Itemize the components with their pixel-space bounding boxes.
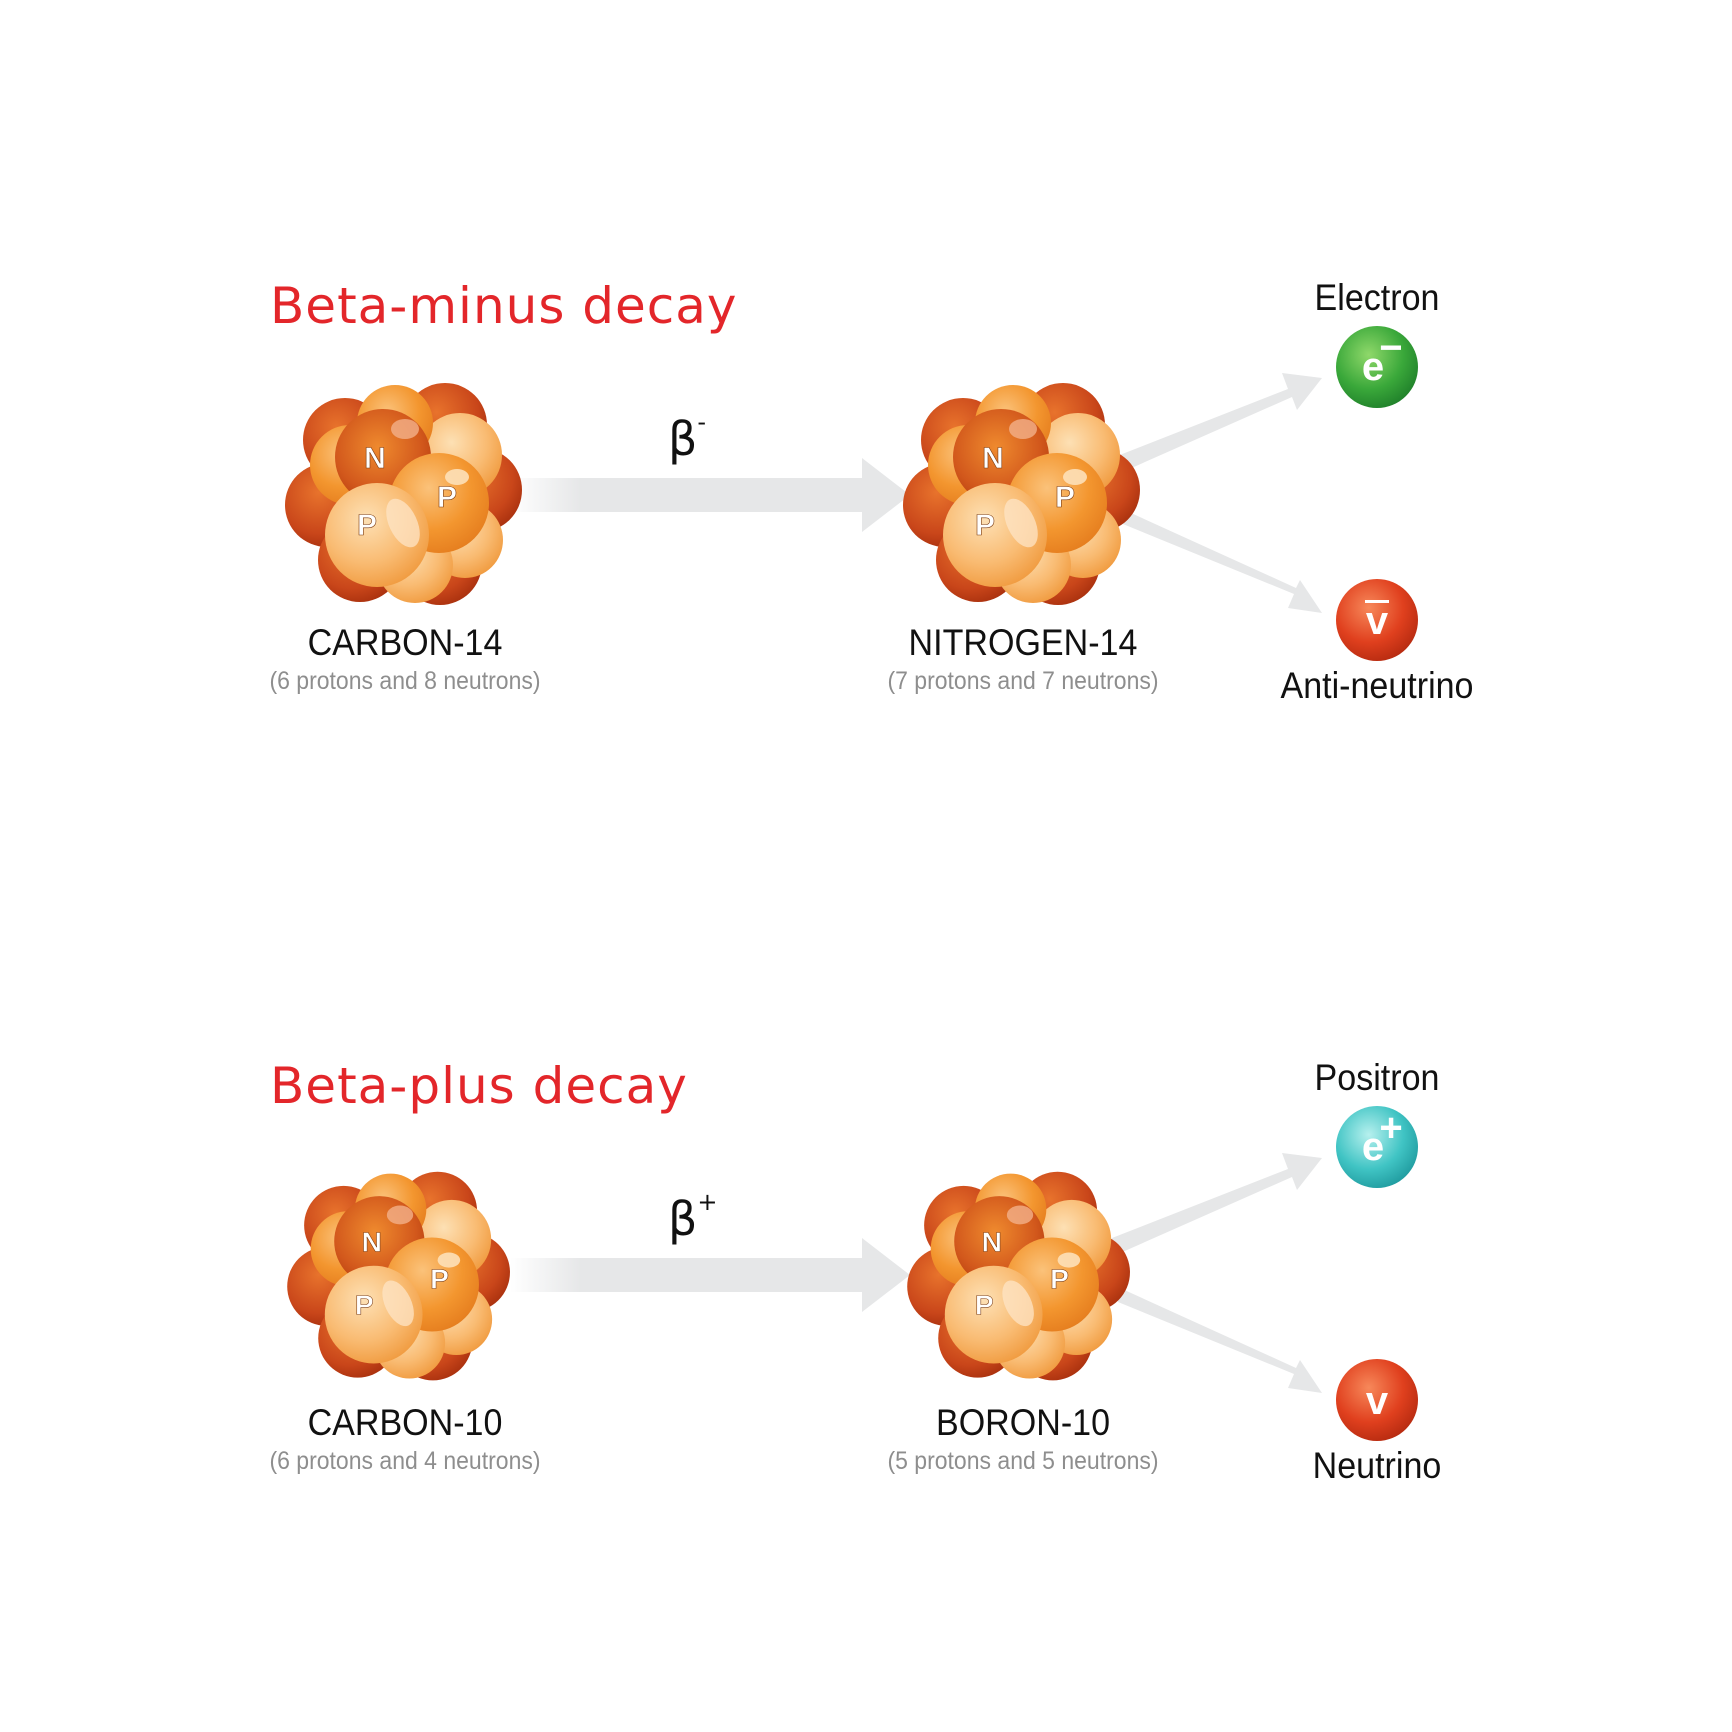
daughter-isotope-desc: (7 protons and 7 neutrons) [887,667,1159,695]
boron-10-nucleus-icon: N P P [907,1171,1130,1381]
svg-text:P: P [430,1262,449,1294]
neutrino-particle-icon: v [1336,1359,1418,1441]
daughter-isotope-desc: (5 protons and 5 neutrons) [887,1447,1159,1475]
parent-isotope-name: CARBON-10 [307,1402,503,1443]
svg-text:P: P [437,481,457,514]
svg-text:e: e [1362,345,1384,389]
svg-text:P: P [1055,481,1075,514]
carbon-14-nucleus-icon: N P P [285,383,522,605]
decay-arrow [510,458,910,532]
section-title: Beta-minus decay [270,277,738,335]
decay-graphics: N P P N P P e − v [285,326,1418,661]
arrow-to-electron [1112,373,1322,474]
antineutrino-particle-icon: v [1336,579,1418,661]
svg-text:−: − [1379,326,1402,370]
svg-text:P: P [357,509,377,542]
svg-text:e: e [1362,1125,1384,1169]
arrow-to-neutrino [1118,1288,1322,1393]
svg-text:N: N [362,1226,382,1258]
nitrogen-14-nucleus-icon: N P P [903,383,1140,605]
electron-particle-icon: e − [1336,326,1418,408]
svg-text:N: N [364,442,386,475]
electron-label: Electron [1314,277,1440,318]
decay-arrow [510,1238,910,1312]
positron-particle-icon: e + [1336,1106,1418,1188]
beta-minus-symbol: β- [668,408,707,466]
beta-minus-section: Beta-minus decay N P P N P P [0,0,1732,706]
arrow-to-antineutrino [1118,508,1322,613]
carbon-10-nucleus-icon: N P P [287,1171,510,1381]
decay-graphics: N P P N P P e + v [287,1106,1418,1441]
neutrino-label: Neutrino [1312,1445,1442,1486]
svg-text:N: N [982,442,1004,475]
daughter-isotope-name: NITROGEN-14 [908,622,1138,663]
svg-text:P: P [975,509,995,542]
parent-isotope-desc: (6 protons and 8 neutrons) [269,667,541,695]
svg-text:v: v [1366,599,1389,643]
svg-text:+: + [1379,1106,1402,1150]
svg-text:P: P [975,1289,994,1321]
parent-isotope-name: CARBON-14 [307,622,503,663]
parent-isotope-desc: (6 protons and 4 neutrons) [269,1447,541,1475]
beta-plus-section: Beta-plus decay N P P N P P e + [0,780,1732,1486]
positron-label: Positron [1314,1057,1440,1098]
section-title: Beta-plus decay [270,1057,688,1115]
svg-text:v: v [1366,1379,1389,1423]
antineutrino-label: Anti-neutrino [1280,665,1474,706]
svg-text:N: N [982,1226,1002,1258]
arrow-to-positron [1112,1153,1322,1254]
svg-text:P: P [355,1289,374,1321]
daughter-isotope-name: BORON-10 [935,1402,1111,1443]
beta-plus-symbol: β+ [668,1188,718,1246]
svg-text:P: P [1050,1262,1069,1294]
